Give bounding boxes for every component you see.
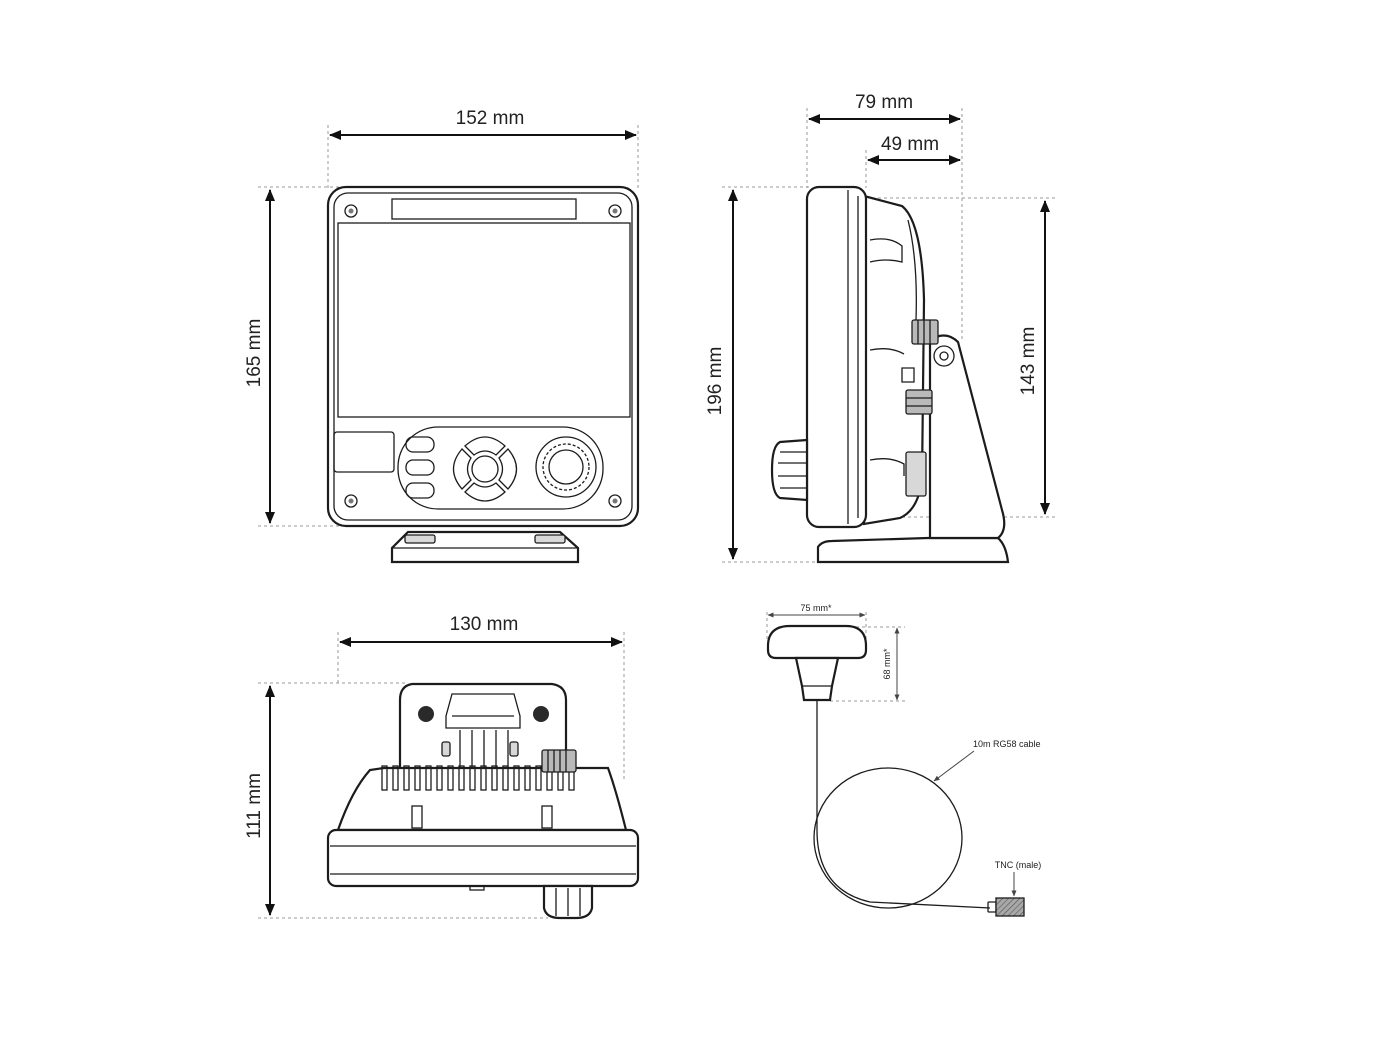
connector-label: TNC (male) — [995, 860, 1042, 870]
top-bracket-hole-left — [418, 706, 434, 722]
front-width-label: 152 mm — [456, 108, 525, 129]
side-connector-2 — [905, 389, 933, 415]
front-height-label: 165 mm — [244, 319, 265, 388]
antenna-stem — [794, 656, 840, 702]
top-bracket-hole-right — [533, 706, 549, 722]
side-connector-3 — [905, 451, 927, 497]
antenna-cable — [816, 700, 991, 909]
top-rear-housing — [336, 766, 628, 832]
front-screen — [337, 222, 631, 418]
front-lower-panel — [333, 431, 395, 473]
cable-label: 10m RG58 cable — [973, 739, 1041, 749]
side-rear-housing — [862, 194, 926, 526]
keypad-right — [498, 448, 518, 490]
side-height-total-label: 196 mm — [705, 347, 726, 416]
antenna-cable-coil — [813, 767, 963, 909]
front-view: 152 mm 165 mm — [244, 108, 640, 564]
keypad-down — [464, 482, 506, 502]
top-bracket — [398, 682, 568, 772]
antenna-diameter-label: 75 mm* — [800, 603, 832, 613]
front-keypad — [397, 426, 604, 510]
antenna-height-label: 68 mm* — [882, 648, 892, 680]
top-width-label: 130 mm — [450, 614, 519, 635]
front-screws — [344, 204, 622, 508]
side-height-body-label: 143 mm — [1018, 327, 1039, 396]
top-front-bezel — [326, 828, 640, 888]
keypad-key-2 — [405, 459, 435, 476]
top-connector-knurled — [541, 749, 577, 773]
keypad-up — [464, 436, 506, 456]
antenna-dome — [766, 624, 868, 660]
side-depth-total-label: 79 mm — [855, 92, 913, 113]
keypad-key-3 — [405, 482, 435, 499]
side-depth-body-label: 49 mm — [881, 134, 939, 155]
cable-leader — [933, 750, 975, 782]
front-rotary-knob — [535, 436, 597, 498]
side-front-knob — [770, 438, 809, 502]
keypad-key-1 — [405, 436, 435, 453]
top-depth-label: 111 mm — [244, 773, 265, 839]
top-view: 130 mm 111 mm — [244, 614, 640, 920]
side-view: 79 mm 49 mm 196 mm 143 mm — [705, 92, 1058, 564]
side-front-bezel — [805, 185, 868, 529]
keypad-center — [471, 455, 499, 483]
tnc-connector — [995, 897, 1025, 917]
front-body — [326, 185, 640, 528]
side-bracket-knob — [933, 345, 955, 367]
side-bracket-base — [816, 536, 1010, 564]
front-label-strip — [391, 198, 577, 220]
side-connector-1 — [911, 319, 939, 345]
keypad-left — [452, 448, 472, 490]
gps-antenna-view: 75 mm* 68 mm* 10m RG58 cable TNC (male) — [766, 603, 1042, 917]
